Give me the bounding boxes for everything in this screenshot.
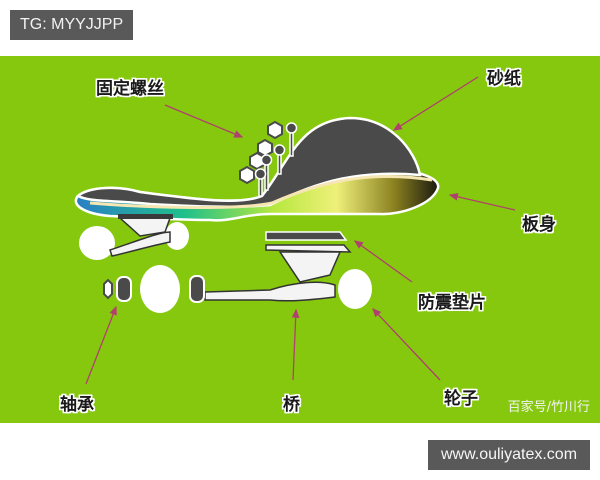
label-screws: 固定螺丝 bbox=[96, 79, 164, 99]
rear-truck-graphic bbox=[103, 251, 372, 313]
label-wheel: 轮子 bbox=[444, 389, 478, 409]
leader-arrows bbox=[85, 76, 516, 385]
label-truck: 桥 bbox=[283, 395, 300, 415]
skateboard-diagram: 固定螺丝 砂纸 板身 防震垫片 轴承 桥 轮子 百家号/竹川行 bbox=[0, 56, 600, 423]
label-deck: 板身 bbox=[522, 215, 556, 235]
diagram-graphic bbox=[74, 76, 516, 385]
front-truck-graphic bbox=[79, 214, 189, 260]
label-shock-pad: 防震垫片 bbox=[418, 293, 486, 313]
screws-graphic bbox=[239, 120, 298, 197]
footer-url-badge: www.ouliyatex.com bbox=[428, 440, 590, 470]
deck-graphic bbox=[74, 116, 440, 222]
watermark: 百家号/竹川行 bbox=[507, 400, 590, 415]
header-tag: TG: MYYJJPP bbox=[10, 10, 134, 40]
label-bearing: 轴承 bbox=[60, 395, 94, 415]
label-grip-tape: 砂纸 bbox=[487, 69, 521, 89]
shock-pad-graphic bbox=[265, 231, 352, 253]
